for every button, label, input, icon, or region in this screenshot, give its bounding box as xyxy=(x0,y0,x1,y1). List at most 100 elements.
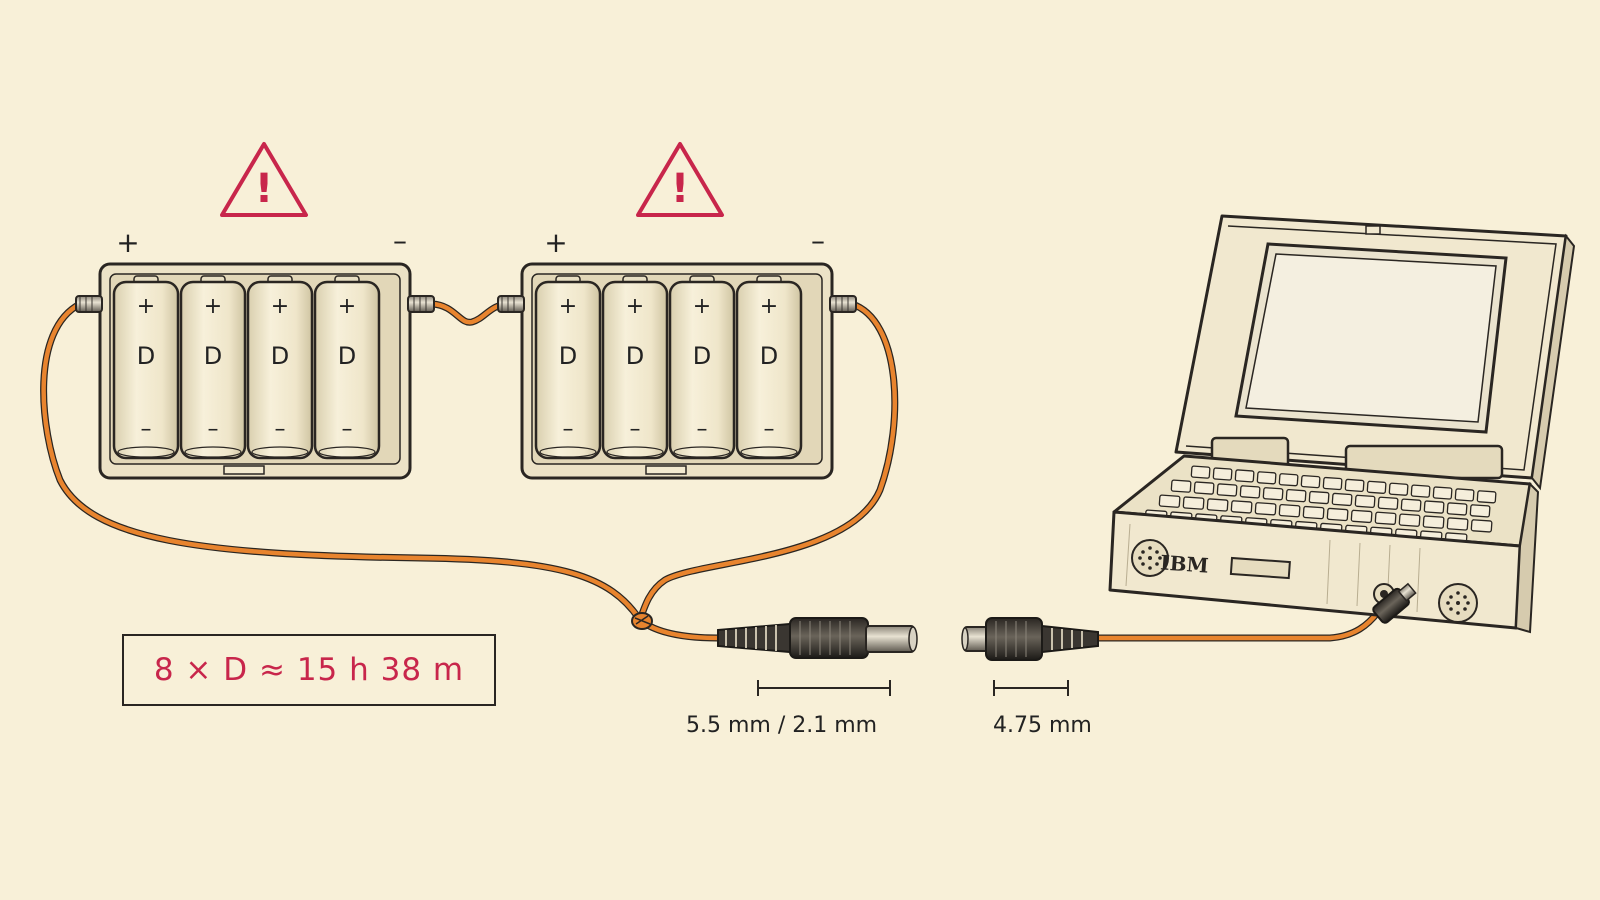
barrel-size-label: 5.5 mm / 2.1 mm xyxy=(686,713,878,738)
keyboard-key xyxy=(1366,480,1387,494)
battery-cell: + D – xyxy=(601,275,669,460)
keyboard-key xyxy=(1432,486,1453,500)
cell-minus-label: – xyxy=(764,417,775,442)
terminal-minus xyxy=(407,295,435,313)
keyboard-key xyxy=(1300,474,1321,489)
battery-cell: + D – xyxy=(735,275,803,460)
keyboard-key xyxy=(1262,487,1284,501)
battery-pack-1: + D – + D – + D – + D – xyxy=(75,262,435,480)
keyboard-key xyxy=(1206,498,1229,512)
cell-type-label: D xyxy=(559,342,577,370)
keyboard-key xyxy=(1326,507,1349,522)
battery-cell: +D– xyxy=(668,275,736,460)
laptop-plug-connector xyxy=(961,617,1099,661)
laptop: IBM xyxy=(1108,214,1576,634)
wire-to-laptop xyxy=(1094,608,1382,642)
keyboard-key xyxy=(1446,502,1468,516)
terminal-plus xyxy=(75,295,103,313)
status-panel xyxy=(1229,556,1291,580)
keyboard-key xyxy=(1322,476,1343,491)
keyboard-key xyxy=(1344,478,1365,493)
battery-cell: + D – xyxy=(313,275,381,460)
cell-type-label: D xyxy=(338,342,356,370)
cell-plus-label: + xyxy=(271,294,289,319)
cell-minus-label: – xyxy=(141,417,152,442)
keyboard-key xyxy=(1170,479,1192,493)
cell-plus-label: + xyxy=(760,294,778,319)
warning-mark: ! xyxy=(255,166,273,212)
cell-minus-label: – xyxy=(275,417,286,442)
keyboard-key xyxy=(1230,500,1253,514)
laptop-brand: IBM xyxy=(1160,550,1210,577)
keyboard-key xyxy=(1400,498,1422,512)
cell-plus-label: + xyxy=(204,294,222,319)
keyboard-key xyxy=(1254,502,1277,516)
warning-icon: ! xyxy=(636,142,724,217)
speaker-right-icon xyxy=(1438,583,1478,623)
pack-2-minus-label: – xyxy=(811,224,825,257)
keyboard-key xyxy=(1285,488,1307,503)
battery-cell: + D – xyxy=(534,275,602,460)
terminal-minus xyxy=(829,295,857,313)
cell-plus-label: + xyxy=(559,294,577,319)
keyboard-key xyxy=(1331,492,1353,507)
dimension-line-plug xyxy=(993,680,1069,696)
pack-2-plus-label: + xyxy=(544,226,567,259)
laptop-plug-inserted xyxy=(1372,582,1417,624)
keyboard-key xyxy=(1388,482,1409,496)
battery-packs: +D–+D–+D–+D–+D–+D–+D–+D– xyxy=(75,262,857,480)
cell-type-label: D xyxy=(271,342,289,370)
cell-minus-label: – xyxy=(630,417,641,442)
cell-plus-label: + xyxy=(693,294,711,319)
keyboard-key xyxy=(1278,503,1301,518)
keyboard-key xyxy=(1422,515,1445,529)
keyboard-key xyxy=(1193,481,1215,495)
keyboard-key xyxy=(1374,511,1397,525)
dimension-line-barrel xyxy=(757,680,891,696)
keyboard-key xyxy=(1476,490,1497,504)
warning-mark: ! xyxy=(671,166,689,212)
keyboard-key xyxy=(1377,496,1399,510)
terminal-plus xyxy=(497,295,525,313)
cell-type-label: D xyxy=(760,342,778,370)
barrel-connector xyxy=(717,617,918,659)
battery-cell: + D – xyxy=(246,275,314,460)
cell-minus-label: – xyxy=(563,417,574,442)
keyboard-key xyxy=(1302,505,1325,520)
keyboard-key xyxy=(1234,469,1255,483)
keyboard-key xyxy=(1239,485,1261,499)
cell-minus-label: – xyxy=(697,417,708,442)
battery-cell: + D – xyxy=(112,275,180,460)
cell-plus-label: + xyxy=(137,294,155,319)
keyboard-key xyxy=(1423,500,1445,514)
keyboard-key xyxy=(1158,494,1181,508)
keyboard-key xyxy=(1182,496,1205,510)
keyboard-key xyxy=(1354,494,1376,509)
keyboard-key xyxy=(1256,471,1277,485)
cell-type-label: D xyxy=(204,342,222,370)
cell-plus-label: + xyxy=(338,294,356,319)
pack-1-minus-label: – xyxy=(393,224,407,257)
keyboard-key xyxy=(1216,483,1238,497)
cell-type-label: D xyxy=(137,342,155,370)
keyboard-key xyxy=(1446,517,1469,531)
plug-size-label: 4.75 mm xyxy=(993,713,1092,738)
keyboard-key xyxy=(1278,473,1299,487)
keyboard-key xyxy=(1350,509,1373,524)
cell-minus-label: – xyxy=(342,417,353,442)
battery-cell: + D – xyxy=(179,275,247,460)
battery-pack-2: +D–+D–+D–+D– xyxy=(497,262,857,480)
keyboard-key xyxy=(1470,519,1493,533)
cell-plus-label: + xyxy=(626,294,644,319)
keyboard-key xyxy=(1308,490,1330,505)
keyboard-key xyxy=(1190,465,1211,479)
keyboard-key xyxy=(1398,513,1421,527)
speaker-left-icon xyxy=(1131,539,1169,577)
cell-type-label: D xyxy=(626,342,644,370)
keyboard-key xyxy=(1454,488,1475,502)
keyboard-key xyxy=(1469,504,1491,518)
cell-minus-label: – xyxy=(208,417,219,442)
keyboard-key xyxy=(1410,484,1431,498)
pack-1-plus-label: + xyxy=(116,226,139,259)
